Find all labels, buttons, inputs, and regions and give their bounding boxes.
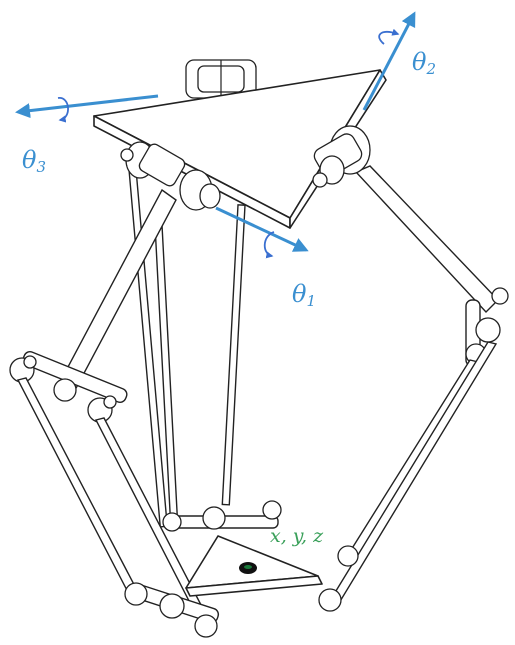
bottom-joints — [124, 500, 359, 638]
base-joints — [120, 125, 371, 211]
axis-arrow-theta2 — [362, 11, 416, 111]
end-effector-coordinates-label: x, y, z — [270, 525, 324, 547]
elbow-joints — [9, 287, 509, 423]
theta3-label: θ3 — [22, 146, 46, 176]
motor-housing-top — [185, 59, 257, 99]
theta2-label: θ2 — [412, 48, 436, 78]
theta1-label: θ1 — [292, 280, 316, 310]
axis-arrow-theta1 — [215, 206, 309, 259]
axis-arrow-theta3 — [15, 94, 159, 123]
moving-platform — [185, 535, 323, 597]
